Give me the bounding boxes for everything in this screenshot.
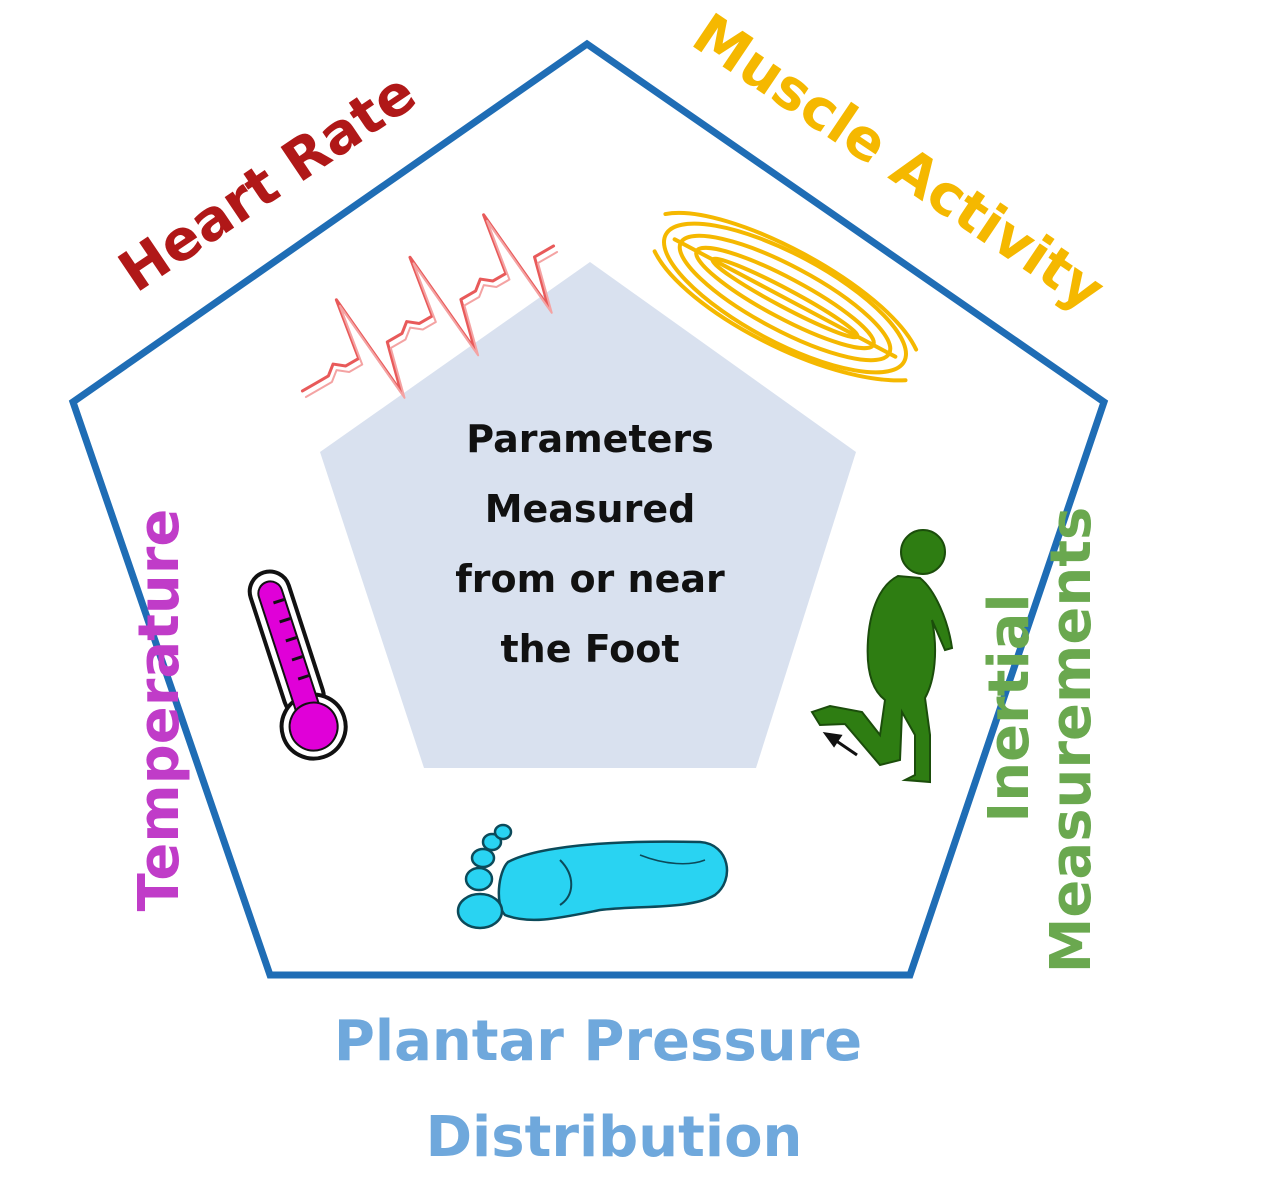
inner-pentagon xyxy=(320,262,856,768)
center-title: Parameters Measured from or near the Foo… xyxy=(455,417,725,671)
walking-person-icon xyxy=(810,529,954,784)
plantar-pressure-label: Plantar Pressure Distribution xyxy=(334,1009,862,1170)
plantar-label-line1: Plantar Pressure xyxy=(334,1009,862,1074)
inertial-label-line1: Inertial xyxy=(977,593,1042,822)
inertial-label-line2: Measurements xyxy=(1039,507,1104,974)
center-line-4: the Foot xyxy=(500,627,679,671)
plantar-label-line2: Distribution xyxy=(426,1105,803,1170)
inertial-measurements-label: Inertial Measurements xyxy=(977,507,1104,974)
ecg-waveform-icon xyxy=(300,213,559,399)
temperature-label: Temperature xyxy=(127,509,192,912)
center-line-3: from or near xyxy=(455,557,725,601)
muscle-fibers-icon xyxy=(652,210,919,383)
foot-icon xyxy=(456,823,729,930)
thermometer-icon xyxy=(247,569,348,761)
arrow-icon xyxy=(822,732,858,757)
center-line-1: Parameters xyxy=(466,417,714,461)
center-line-2: Measured xyxy=(485,487,696,531)
